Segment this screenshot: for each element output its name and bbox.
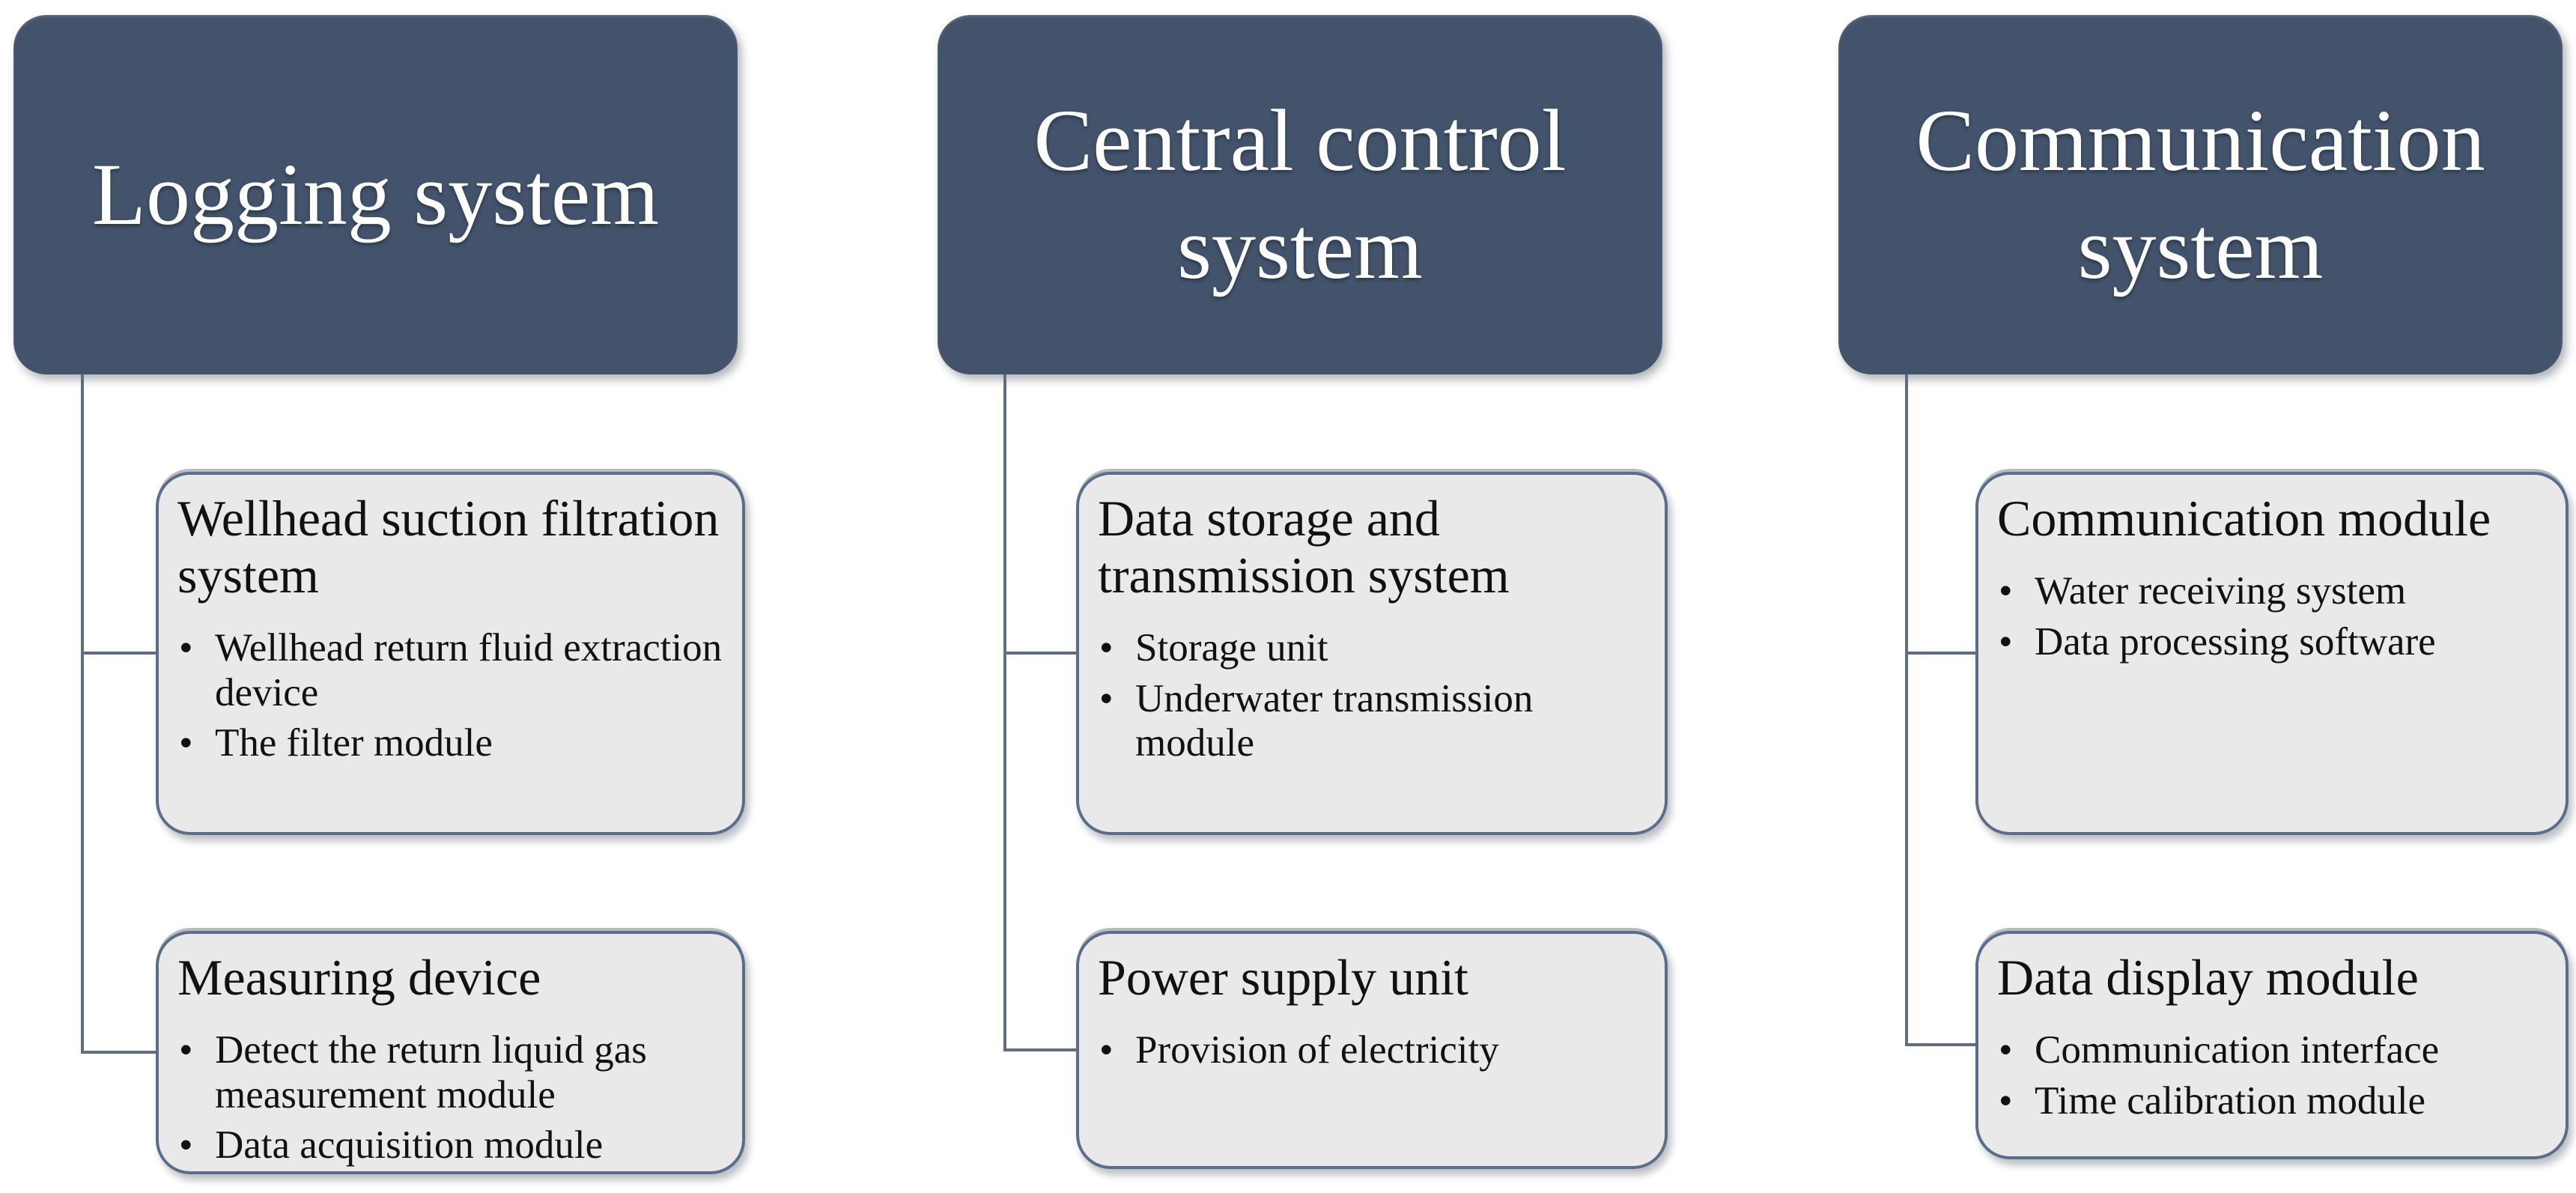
connector-trunk [1905, 374, 1908, 1046]
system-header-label: Communication system [1916, 91, 2485, 297]
bullet-list: • Detect the return liquid gas measureme… [177, 1028, 727, 1168]
bullet-marker: • [1999, 1078, 2013, 1123]
system-header-label: Central control system [1033, 91, 1567, 297]
connector-branch [1005, 652, 1076, 655]
system-header-central-control: Central control system [938, 15, 1662, 374]
bullet-text: Wellhead return fluid extraction device [215, 626, 723, 714]
bullet-list: • Water receiving system • Data processi… [1997, 569, 2551, 664]
system-header-communication: Communication system [1838, 15, 2563, 374]
system-header-logging: Logging system [13, 15, 738, 374]
connector-trunk [81, 374, 84, 1054]
connector-branch [1907, 1043, 1975, 1046]
bullet-list: • Storage unit • Underwater transmission… [1098, 626, 1650, 765]
bullet-text: Time calibration module [2035, 1078, 2426, 1123]
subsystem-title: Measuring device [177, 949, 541, 1006]
bullet-item: • The filter module [177, 721, 727, 765]
bullet-item: • Provision of electricity [1098, 1028, 1650, 1072]
bullet-marker: • [1999, 619, 2013, 664]
subsystem-title: Communication module [1997, 490, 2491, 547]
bullet-item: • Communication interface [1997, 1028, 2551, 1072]
bullet-list: • Communication interface • Time calibra… [1997, 1028, 2551, 1123]
bullet-text: Communication interface [2035, 1028, 2440, 1072]
bullet-marker: • [179, 1123, 193, 1167]
subsystem-title: Power supply unit [1098, 949, 1468, 1006]
bullet-item: • Storage unit [1098, 626, 1650, 670]
bullet-item: • Detect the return liquid gas measureme… [177, 1028, 727, 1117]
subsystem-title: Data storage and transmission system [1098, 490, 1510, 604]
bullet-text: Provision of electricity [1135, 1028, 1499, 1072]
bullet-text: Data acquisition module [215, 1123, 604, 1167]
bullet-marker: • [1099, 676, 1114, 720]
subsystem-box-power-supply-unit: Power supply unit • Provision of electri… [1076, 931, 1668, 1169]
bullet-text: Storage unit [1135, 626, 1328, 670]
subsystem-box-wellhead-suction-filtration: Wellhead suction filtration system • Wel… [156, 472, 745, 835]
system-header-label: Logging system [91, 145, 660, 244]
connector-branch [1005, 1048, 1076, 1051]
subsystem-box-data-display-module: Data display module • Communication inte… [1975, 931, 2569, 1159]
bullet-marker: • [179, 626, 193, 670]
bullet-item: • Data acquisition module [177, 1123, 727, 1168]
bullet-text: Underwater transmission module [1135, 676, 1534, 765]
bullet-text: Data processing software [2035, 619, 2436, 664]
subsystem-box-communication-module: Communication module • Water receiving s… [1975, 472, 2569, 835]
bullet-marker: • [179, 721, 193, 765]
connector-branch [82, 652, 156, 655]
bullet-item: • Water receiving system [1997, 569, 2551, 613]
bullet-item: • Data processing software [1997, 620, 2551, 664]
bullet-text: Detect the return liquid gas measurement… [215, 1028, 647, 1117]
subsystem-box-measuring-device: Measuring device • Detect the return liq… [156, 931, 745, 1174]
connector-trunk [1003, 374, 1006, 1051]
connector-branch [1907, 652, 1975, 655]
subsystem-title: Wellhead suction filtration system [177, 490, 720, 604]
bullet-list: • Wellhead return fluid extraction devic… [177, 626, 727, 765]
bullet-item: • Underwater transmission module [1098, 677, 1650, 766]
bullet-marker: • [1099, 626, 1114, 670]
bullet-item: • Wellhead return fluid extraction devic… [177, 626, 727, 715]
bullet-item: • Time calibration module [1997, 1079, 2551, 1123]
bullet-marker: • [1999, 569, 2013, 613]
connector-branch [82, 1051, 156, 1054]
bullet-text: Water receiving system [2035, 569, 2407, 613]
subsystem-title: Data display module [1997, 949, 2419, 1006]
bullet-text: The filter module [215, 721, 493, 765]
bullet-marker: • [179, 1028, 193, 1072]
bullet-list: • Provision of electricity [1098, 1028, 1650, 1072]
bullet-marker: • [1099, 1028, 1114, 1072]
bullet-marker: • [1999, 1028, 2013, 1072]
subsystem-box-data-storage-transmission: Data storage and transmission system • S… [1076, 472, 1668, 835]
